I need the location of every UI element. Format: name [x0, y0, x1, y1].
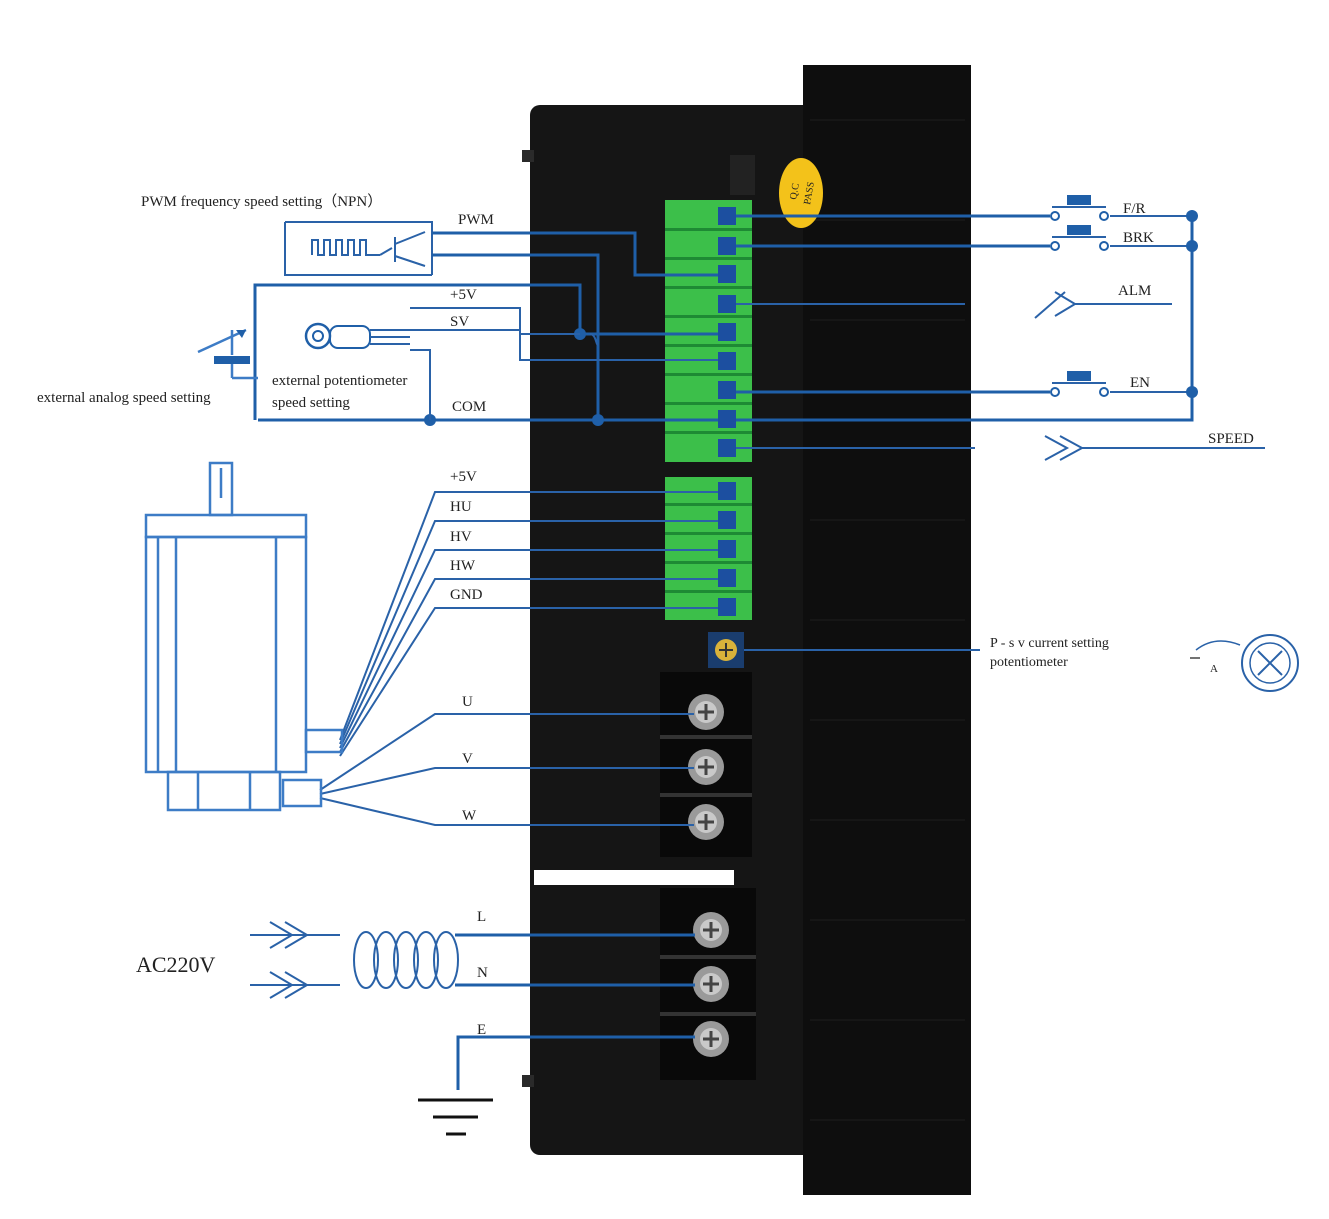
screw-n — [693, 966, 729, 1002]
label-w: W — [462, 808, 477, 824]
label-ext-pot-2: speed setting — [272, 395, 350, 411]
screw-w — [688, 804, 724, 840]
labels: PWM frequency speed setting（NPN） PWM +5V… — [37, 193, 1254, 1038]
screw-l — [693, 912, 729, 948]
label-en: EN — [1130, 375, 1150, 391]
svg-text:PASS: PASS — [802, 181, 817, 206]
label-hw: HW — [450, 558, 476, 574]
analog-source-icon — [197, 328, 258, 380]
screw-v — [688, 749, 724, 785]
pin-sv — [718, 352, 736, 370]
label-psv-1: P - s v current setting — [990, 636, 1109, 651]
label-e: E — [477, 1022, 486, 1038]
label-sv: SV — [450, 314, 469, 330]
hall-terminal-block — [665, 477, 752, 620]
pin-5v — [718, 323, 736, 341]
pwm-wiring — [284, 221, 718, 420]
label-5v-top: +5V — [450, 287, 477, 303]
pin-speed — [718, 439, 736, 457]
label-fr: F/R — [1123, 201, 1146, 217]
qc-pass-badge: Q.C PASS — [779, 158, 823, 228]
label-n: N — [477, 965, 488, 981]
brk-switch-icon — [1050, 225, 1109, 251]
label-com: COM — [452, 399, 486, 415]
analog-speed-wiring — [253, 283, 718, 426]
pin-brk — [718, 237, 736, 255]
label-pwm-title: PWM frequency speed setting（NPN） — [141, 193, 382, 210]
pin-fr — [718, 207, 736, 225]
label-hv: HV — [450, 529, 472, 545]
label-gnd: GND — [450, 587, 483, 603]
screw-e — [693, 1021, 729, 1057]
control-terminal-block — [665, 200, 752, 462]
label-brk: BRK — [1123, 230, 1154, 246]
svg-text:Q.C: Q.C — [788, 182, 802, 200]
alm-output-icon — [1034, 291, 1172, 319]
pin-pwm — [718, 265, 736, 283]
fr-switch-icon — [1050, 195, 1109, 221]
label-l: L — [477, 909, 486, 925]
label-u: U — [462, 694, 473, 710]
label-ext-pot-1: external potentiometer — [272, 373, 407, 389]
label-speed: SPEED — [1208, 431, 1254, 447]
pin-en — [718, 381, 736, 399]
motor-terminal-block — [660, 672, 752, 857]
pin-alm — [718, 295, 736, 313]
hall-wiring — [339, 491, 718, 757]
right-control-wiring — [736, 210, 1198, 449]
label-v: V — [462, 751, 473, 767]
label-alm: ALM — [1118, 283, 1151, 299]
current-potentiometer[interactable] — [708, 632, 744, 668]
label-hu: HU — [450, 499, 472, 515]
ac-input-wiring — [250, 921, 695, 1136]
en-switch-icon — [1050, 371, 1109, 397]
speed-output-icon — [1044, 435, 1265, 461]
current-dial-icon: A — [1190, 634, 1299, 692]
label-ac220v: AC220V — [136, 952, 216, 977]
label-ext-analog: external analog speed setting — [37, 390, 211, 406]
potentiometer-icon — [304, 322, 410, 350]
label-pwm: PWM — [458, 212, 494, 228]
motor-icon — [144, 461, 344, 812]
pin-com — [718, 410, 736, 428]
screw-u — [688, 694, 724, 730]
svg-text:A: A — [1210, 663, 1218, 675]
phase-wiring — [319, 713, 694, 826]
label-5v-hall: +5V — [450, 469, 477, 485]
label-psv-2: potentiometer — [990, 655, 1068, 670]
